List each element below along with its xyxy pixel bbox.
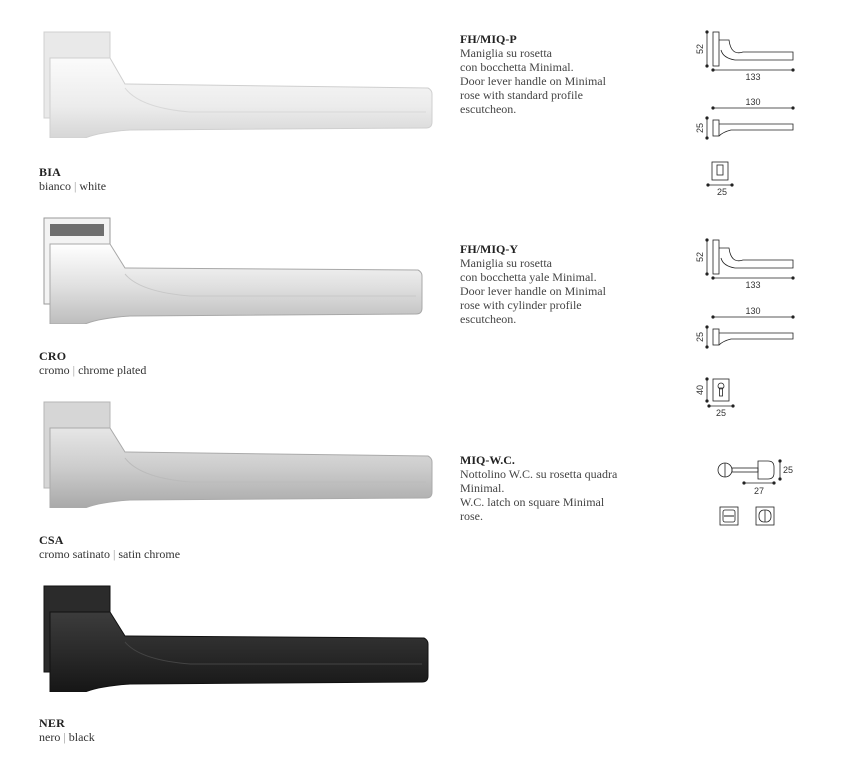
finish-name: cromo | chrome plated — [39, 363, 146, 378]
finish-bia: BIA bianco | white — [30, 28, 440, 210]
handle-image-chrome — [43, 217, 423, 324]
finish-name-en: satin chrome — [118, 547, 181, 561]
diagram-y-side-view: 52 133 — [695, 238, 795, 290]
finish-code: CSA — [39, 533, 64, 547]
diagram-p-top-view: 130 25 — [695, 97, 795, 140]
product-fh-miq-y: FH/MIQ-Y Maniglia su rosetta con bocchet… — [460, 242, 680, 326]
product-desc-line: con bocchetta yale Minimal. — [460, 270, 597, 284]
dim-rose: 25 — [695, 332, 705, 342]
dim-wc-height: 25 — [783, 465, 793, 475]
product-desc-line: rose with standard profile — [460, 88, 583, 102]
diagram-y-escutcheon: 40 25 — [695, 377, 735, 418]
dim-escutcheon-height: 40 — [695, 385, 705, 395]
product-desc-line: Nottolino W.C. su rosetta quadra — [460, 467, 618, 481]
finish-name-it: cromo satinato — [39, 547, 110, 561]
product-miq-wc: MIQ-W.C. Nottolino W.C. su rosetta quadr… — [460, 453, 680, 523]
dim-escutcheon-width: 25 — [716, 408, 726, 418]
finish-separator: | — [72, 363, 76, 377]
finish-name: nero | black — [39, 730, 95, 745]
finish-separator: | — [74, 179, 77, 193]
dim-height: 52 — [695, 44, 705, 54]
dim-top-length: 130 — [745, 97, 760, 107]
product-desc-line: Maniglia su rosetta — [460, 256, 552, 270]
finish-cro: CRO cromo | chrome plated — [30, 214, 440, 396]
dim-wc-width: 27 — [754, 486, 764, 496]
finish-name-it: bianco — [39, 179, 71, 193]
product-desc-line: rose with cylinder profile — [460, 298, 582, 312]
finish-code: BIA — [39, 165, 61, 179]
product-desc-line: escutcheon. — [460, 312, 517, 326]
product-desc-line: W.C. latch on square Minimal — [460, 495, 605, 509]
finish-name-en: white — [79, 179, 107, 193]
dim-escutcheon-width: 25 — [717, 187, 727, 197]
product-code: MIQ-W.C. — [460, 453, 515, 467]
dim-length: 133 — [745, 72, 760, 82]
dim-rose: 25 — [695, 123, 705, 133]
product-desc-line: escutcheon. — [460, 102, 517, 116]
product-desc-line: Door lever handle on Minimal — [460, 284, 606, 298]
product-fh-miq-p: FH/MIQ-P Maniglia su rosetta con bocchet… — [460, 32, 680, 116]
product-desc-line: Minimal. — [460, 481, 505, 495]
finish-name-it: nero — [39, 730, 61, 744]
handle-image-satin-chrome — [43, 401, 433, 508]
diagram-wc-side-view: 25 27 — [717, 459, 793, 496]
dim-length: 133 — [745, 280, 760, 290]
finish-name: cromo satinato | satin chrome — [39, 547, 180, 562]
dim-top-length: 130 — [745, 306, 760, 316]
product-desc-line: Maniglia su rosetta — [460, 46, 552, 60]
finish-name-en: black — [68, 730, 95, 744]
product-desc-line: rose. — [460, 509, 483, 523]
product-code: FH/MIQ-P — [460, 32, 517, 46]
finish-csa: CSA cromo satinato | satin chrome — [30, 398, 440, 580]
finish-code: CRO — [39, 349, 67, 363]
finish-name-it: cromo — [39, 363, 70, 377]
finish-name-en: chrome plated — [78, 363, 147, 377]
diagram-y-top-view: 130 25 — [695, 306, 795, 349]
product-desc-line: Door lever handle on Minimal — [460, 74, 606, 88]
diagram-p-escutcheon: 25 — [706, 161, 734, 197]
handle-image-white — [43, 31, 433, 138]
finish-separator: | — [112, 547, 116, 561]
finish-code: NER — [39, 716, 65, 730]
finish-name: bianco | white — [39, 179, 106, 194]
product-desc-line: con bocchetta Minimal. — [460, 60, 574, 74]
diagram-p-side-view: 52 133 — [695, 30, 795, 82]
handle-image-black — [43, 585, 429, 692]
finish-ner: NER nero | black — [30, 582, 440, 764]
diagram-wc-front-views — [719, 506, 775, 526]
dim-height: 52 — [695, 252, 705, 262]
finish-separator: | — [63, 730, 66, 744]
product-code: FH/MIQ-Y — [460, 242, 518, 256]
